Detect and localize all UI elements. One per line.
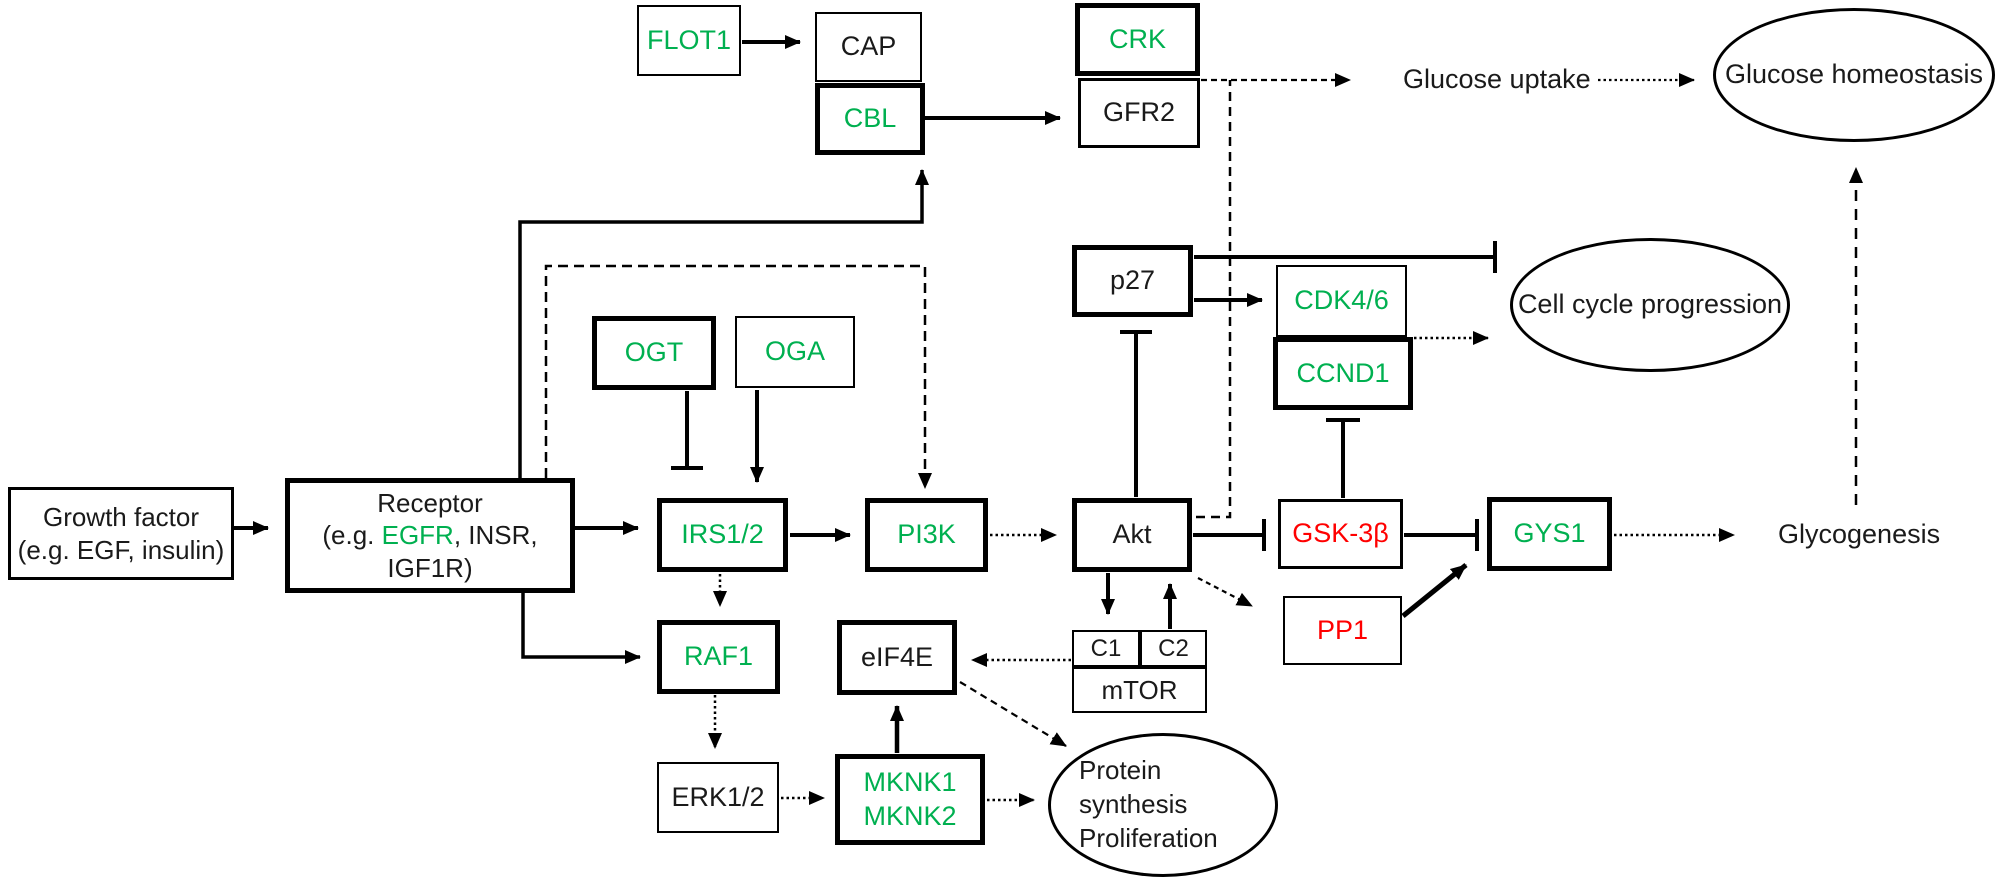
gfr2-label: GFR2 — [1102, 97, 1175, 128]
cap-label: CAP — [840, 31, 897, 62]
erk12-label: ERK1/2 — [671, 781, 765, 812]
glycogenesis-label: Glycogenesis — [1778, 519, 1941, 549]
glucose-homeostasis-label: Glucose homeostasis — [1724, 59, 1984, 90]
node-mtorc2: C2 — [1140, 630, 1207, 667]
pp1-label: PP1 — [1316, 614, 1369, 645]
node-ccnd1: CCND1 — [1273, 337, 1413, 410]
node-mtorc1: C1 — [1072, 630, 1140, 667]
oga-label: OGA — [764, 336, 825, 367]
node-akt: Akt — [1072, 498, 1192, 572]
node-growth-factor: Growth factor (e.g. EGF, insulin) — [8, 487, 234, 580]
eif4e-label: eIF4E — [860, 641, 934, 672]
mknk2-label: MKNK2 — [863, 800, 957, 831]
receptor-line1: Receptor — [377, 487, 483, 518]
node-cdk46: CDK4/6 — [1276, 265, 1407, 337]
cbl-label: CBL — [843, 103, 897, 134]
node-irs12: IRS1/2 — [657, 498, 788, 572]
mknk1-label: MKNK1 — [863, 766, 957, 797]
node-gfr2: GFR2 — [1078, 78, 1200, 148]
receptor-egfr: EGFR — [381, 520, 454, 551]
edge-eif4e-proteinsynthesis-dashed — [959, 681, 1067, 747]
node-flot1: FLOT1 — [637, 5, 741, 76]
ccnd1-label: CCND1 — [1296, 357, 1390, 388]
receptor-line2-post: , INSR, — [453, 520, 538, 551]
mtorc1-label: C1 — [1090, 634, 1122, 662]
mtorc2-label: C2 — [1158, 634, 1189, 662]
raf1-label: RAF1 — [683, 641, 754, 672]
growth-factor-line2: (e.g. EGF, insulin) — [17, 534, 225, 565]
irs12-label: IRS1/2 — [681, 519, 764, 550]
node-receptor: Receptor (e.g. EGFR, INSR, IGF1R) — [285, 478, 575, 593]
node-mtor: mTOR — [1072, 667, 1207, 713]
ogt-label: OGT — [624, 337, 684, 368]
node-erk12: ERK1/2 — [657, 762, 779, 833]
edge-receptor-raf1 — [521, 593, 641, 664]
mtor-label: mTOR — [1101, 674, 1178, 705]
ellipse-glucose-homeostasis: Glucose homeostasis — [1713, 8, 1995, 142]
node-mknk: MKNK1 MKNK2 — [835, 754, 985, 845]
gsk3b-label: GSK-3β — [1292, 518, 1389, 549]
p27-label: p27 — [1109, 265, 1156, 296]
receptor-line2-pre: (e.g. — [322, 520, 382, 551]
akt-label: Akt — [1112, 519, 1152, 550]
edge-gsk3b-gys1-inhibit — [1404, 519, 1479, 551]
gys1-label: GYS1 — [1513, 518, 1586, 549]
edge-akt-gsk3b-inhibit — [1193, 519, 1266, 551]
protein-synthesis-label: Protein synthesis — [1079, 755, 1188, 820]
ellipse-protein-synthesis: Protein synthesis Proliferation — [1048, 733, 1278, 877]
node-p27: p27 — [1072, 245, 1193, 317]
edge-receptor-cbl — [518, 169, 929, 478]
node-crk: CRK — [1075, 3, 1200, 76]
edge-ogt-irs12-inhibit — [671, 391, 703, 470]
growth-factor-line1: Growth factor — [42, 502, 200, 532]
node-pp1: PP1 — [1283, 596, 1402, 665]
node-pi3k: PI3K — [865, 498, 988, 572]
flot1-label: FLOT1 — [646, 24, 732, 55]
node-gsk3b: GSK-3β — [1278, 499, 1403, 569]
node-oga: OGA — [735, 316, 855, 388]
receptor-line3: IGF1R) — [387, 552, 473, 583]
edge-akt-glucoseuptake-dashed — [1196, 80, 1232, 519]
crk-label: CRK — [1108, 23, 1166, 54]
node-cap: CAP — [815, 12, 922, 82]
node-cbl: CBL — [815, 83, 925, 155]
pi3k-label: PI3K — [897, 519, 956, 550]
node-ogt: OGT — [592, 316, 716, 390]
cdk46-label: CDK4/6 — [1294, 285, 1389, 316]
edge-akt-pp1-dashed — [1197, 577, 1253, 607]
proliferation-label: Proliferation — [1079, 822, 1218, 853]
edge-akt-p27-inhibit — [1120, 330, 1152, 497]
node-gys1: GYS1 — [1487, 497, 1612, 571]
cell-cycle-progression-label: Cell cycle progression — [1517, 289, 1783, 320]
node-eif4e: eIF4E — [837, 620, 957, 695]
edge-gsk3b-ccnd1-inhibit — [1326, 418, 1360, 498]
edge-pp1-gys1 — [1401, 563, 1468, 618]
glucose-uptake-label: Glucose uptake — [1403, 64, 1591, 94]
node-raf1: RAF1 — [657, 620, 780, 694]
ellipse-cell-cycle-progression: Cell cycle progression — [1510, 238, 1790, 372]
